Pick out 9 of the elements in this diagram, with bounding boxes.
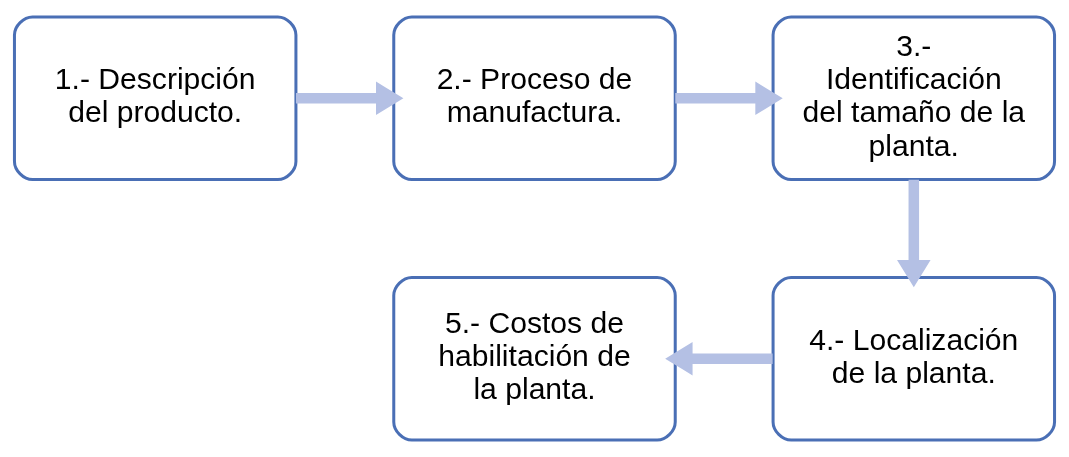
arrow bbox=[675, 81, 783, 116]
arrow bbox=[295, 81, 404, 116]
node-box: 3.- Identificación del tamaño de la planta. bbox=[771, 15, 1057, 182]
node-box: 2.- Proceso de manufactura. bbox=[392, 15, 677, 182]
node-box: 5.- Costos de habilitación de la planta. bbox=[392, 275, 677, 442]
arrow bbox=[897, 179, 931, 288]
node-box: 1.- Descripción del producto. bbox=[12, 15, 298, 182]
arrow bbox=[665, 341, 773, 376]
node-box: 4.- Localización de la planta. bbox=[771, 275, 1057, 442]
